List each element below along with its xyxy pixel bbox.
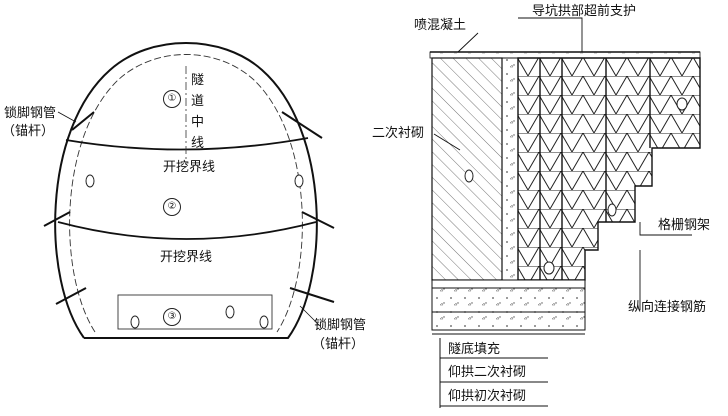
advance-support-label: 导坑拱部超前支护	[532, 4, 637, 19]
invert-secondary-lining-label: 仰拱二次衬砌	[448, 365, 527, 380]
secondary-lining-block	[431, 57, 503, 281]
anchor-rings	[85, 174, 304, 329]
invert-fill-layer	[431, 279, 586, 289]
lock-pipe-right-label: 锁脚钢管	[314, 318, 367, 333]
invert-secondary-layer	[431, 287, 586, 313]
shotcrete-label: 喷混凝土	[414, 18, 467, 33]
invert-primary-lining-label: 仰拱初次衬砌	[448, 389, 527, 404]
invert-box	[117, 294, 273, 330]
steel-grid-frame-label: 格栅钢架	[658, 218, 711, 233]
excavation-line-upper-label: 开挖界线	[163, 160, 216, 175]
longitudinal-rebar-label: 纵向连接钢筋	[628, 300, 707, 315]
part-2-marker: ②	[163, 198, 181, 216]
steel-grid-lattice	[517, 57, 701, 281]
lock-pipes	[43, 111, 335, 305]
invert-fill-label: 隧底填充	[448, 342, 501, 357]
tunnel-inner-contour	[69, 54, 303, 333]
part-1-marker: ①	[163, 90, 181, 108]
part-3-marker: ③	[163, 308, 181, 326]
longitudinal-section	[429, 17, 701, 408]
excavation-line-lower-label: 开挖界线	[160, 250, 213, 265]
excavation-line-upper	[65, 137, 309, 151]
center-line-label: 隧道中线	[190, 73, 204, 151]
invert-primary-layer	[431, 311, 586, 331]
lock-pipe-right-sublabel: （锚杆）	[312, 337, 365, 352]
lock-pipe-left-sublabel: （锚杆）	[2, 124, 55, 139]
tunnel-section	[43, 42, 335, 339]
excavation-line-lower	[57, 221, 317, 240]
secondary-lining-label: 二次衬砌	[372, 126, 425, 141]
tunnel-outer-contour	[54, 42, 318, 339]
lock-pipe-left-label: 锁脚钢管	[4, 106, 57, 121]
